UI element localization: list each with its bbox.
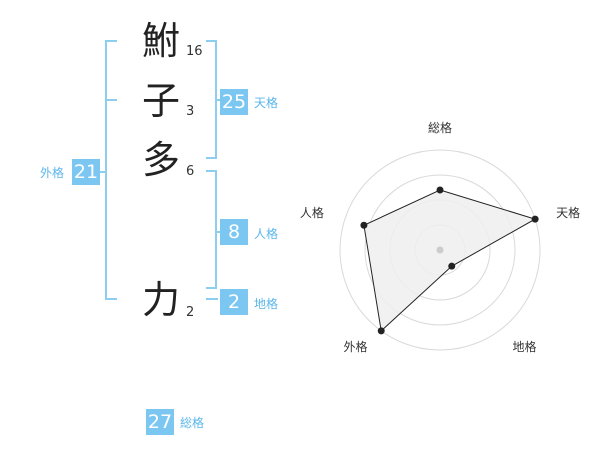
radar-axis-label: 総格 [428, 120, 452, 135]
radar-axis-label: 外格 [343, 339, 367, 354]
radar-polygon [363, 189, 537, 332]
name-char-1: 鮒 [141, 19, 180, 63]
name-char-2: 子 [141, 79, 180, 123]
stroke-count-4: 2 [186, 305, 195, 320]
gaikaku-label: 外格 [40, 166, 65, 180]
radar-point [531, 215, 539, 223]
stroke-count-1: 16 [186, 44, 203, 59]
radar-point [377, 327, 385, 335]
chikaku-value: 2 [220, 289, 248, 315]
soukaku-value: 27 [146, 409, 174, 435]
jinkaku-value: 8 [220, 219, 248, 245]
stroke-count-3: 6 [186, 164, 195, 179]
stroke-count-2: 3 [186, 104, 195, 119]
radar-point [448, 262, 456, 270]
chikaku-label: 地格 [254, 297, 279, 311]
radar-axis-label: 人格 [300, 205, 324, 220]
jinkaku-bracket [206, 170, 217, 289]
radar-point [360, 221, 368, 229]
soukaku-label: 総格 [180, 416, 205, 430]
jinkaku-label: 人格 [254, 227, 279, 241]
tenkaku-value: 25 [220, 89, 248, 115]
radar-ring [364, 174, 516, 326]
gaikaku-value: 21 [72, 159, 100, 185]
radar-ring [339, 149, 541, 351]
radar-axis-label: 天格 [556, 205, 580, 220]
radar-center [436, 246, 444, 254]
tenkaku-label: 天格 [254, 96, 279, 110]
radar-axis-label: 地格 [513, 339, 537, 354]
radar-point [436, 186, 444, 194]
name-char-4: 力 [141, 278, 180, 322]
gaikaku-bracket [105, 40, 117, 300]
name-char-3: 多 [141, 138, 180, 182]
